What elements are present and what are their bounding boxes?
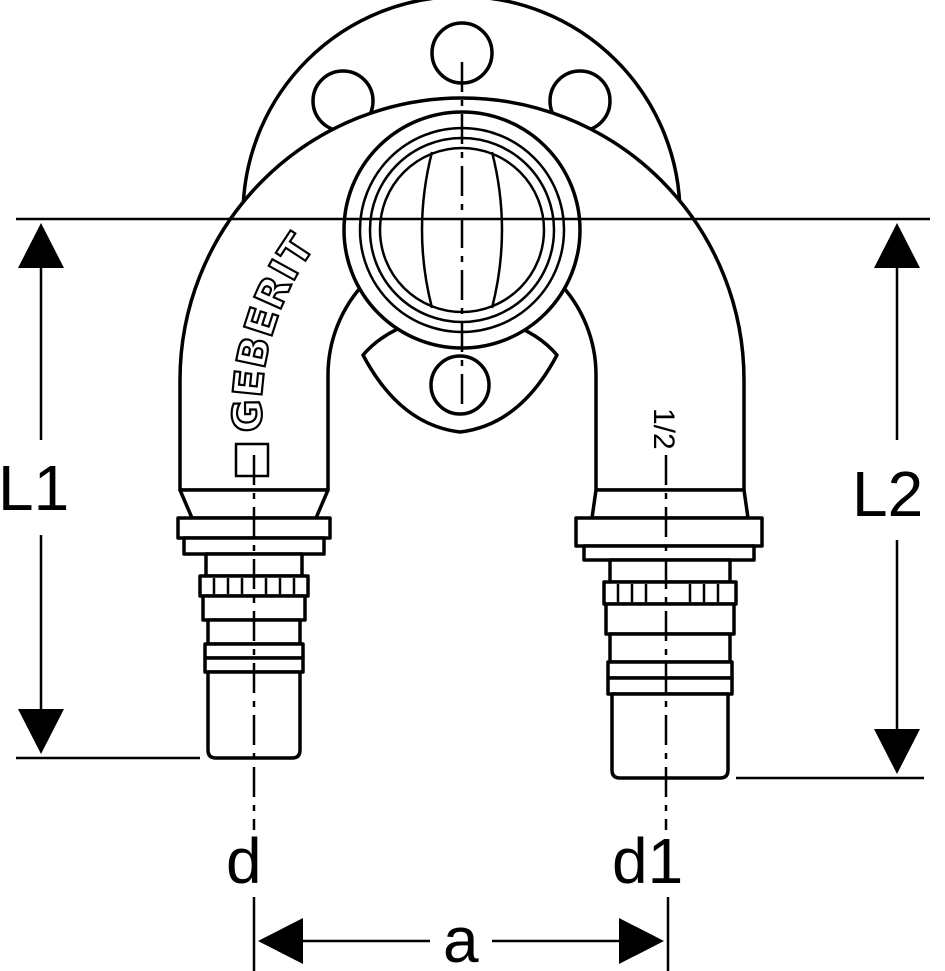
size-marking: 1/2: [647, 408, 680, 450]
mounting-hole-bottom: [429, 354, 491, 416]
right-press-connector: [574, 488, 764, 780]
dimension-label-d: d: [226, 825, 262, 897]
dimension-L1: L1: [0, 217, 930, 760]
dimension-a: a: [252, 897, 670, 971]
dimension-label-a: a: [443, 904, 479, 971]
dimension-label-L2: L2: [852, 458, 923, 530]
marking-square: [234, 442, 270, 478]
dimension-L2: L2: [736, 223, 924, 780]
lower-lug: [361, 313, 559, 434]
dimension-label-d1: d1: [612, 825, 683, 897]
dimension-label-L1: L1: [0, 452, 69, 524]
center-lines: [252, 62, 668, 830]
